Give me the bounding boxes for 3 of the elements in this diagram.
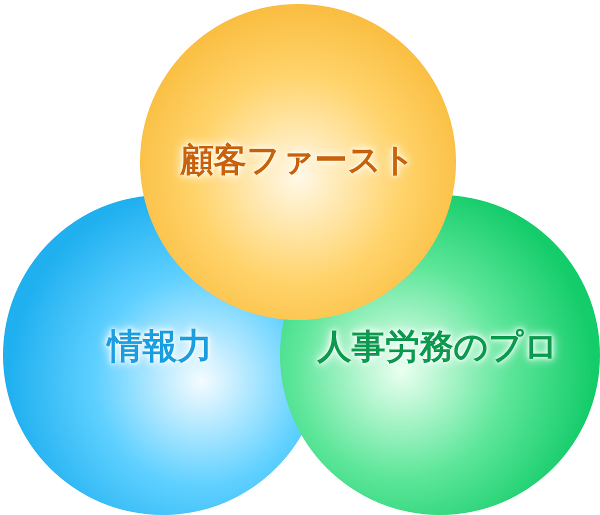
node-label: 情報力 bbox=[108, 326, 212, 368]
node-label: 人事労務のプロ bbox=[318, 326, 558, 368]
node-label: 顧客ファースト bbox=[180, 140, 416, 180]
